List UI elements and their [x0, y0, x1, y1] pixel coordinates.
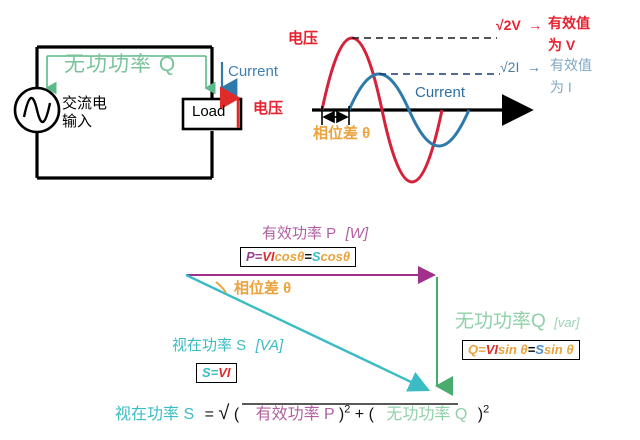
peak-dashed-lines	[352, 37, 500, 75]
voltage-arrow-glyph: →	[528, 17, 543, 33]
formula-p-vi: VI	[262, 249, 275, 264]
current-waveform	[347, 72, 471, 148]
bottom-eq-open1: (	[233, 406, 240, 423]
phase-difference-label-vector: 相位差 θ	[234, 280, 292, 297]
ac-source-label-line2: 输入	[62, 113, 93, 130]
bottom-eq-sqrt: √	[218, 402, 230, 424]
reactive-power-text: 无功功率Q	[455, 311, 546, 332]
bottom-eq-term1: 有效功率 P	[255, 406, 335, 423]
bottom-eq-open2: (	[368, 406, 374, 423]
apparent-power-text: 视在功率 S	[172, 337, 247, 354]
voltage-peak-value: √2V	[496, 17, 521, 33]
formula-q-eq: =	[527, 342, 536, 357]
bottom-eq-equals: =	[204, 406, 214, 423]
bottom-eq-sup2: 2	[483, 403, 490, 416]
formula-q-vi: VI	[485, 342, 499, 357]
formula-q-s: S	[535, 342, 544, 357]
voltage-peak-annotation: √2V →	[496, 18, 542, 35]
formula-s-vi: VI	[218, 365, 231, 380]
power-triangle	[185, 266, 458, 405]
phase-difference-label-waveform: 相位差 θ	[313, 125, 371, 142]
phase-difference-measure	[321, 106, 350, 125]
current-label-waveform: Current	[415, 84, 466, 101]
voltage-rms-line1: 有效值	[548, 15, 590, 31]
reactive-power-unit: [var]	[554, 315, 580, 330]
apparent-power-formula-box: S=VI	[196, 363, 237, 383]
bottom-eq-close1: )	[338, 406, 345, 423]
circuit-wires	[35, 45, 214, 180]
apparent-power-unit: [VA]	[255, 337, 284, 354]
current-arrow-glyph: →	[526, 59, 541, 75]
current-rms-line2: 为 I	[550, 79, 572, 95]
formula-q-sin2: sin θ	[543, 342, 574, 357]
current-peak-value: √2I	[500, 59, 520, 75]
ac-source-sine-icon	[13, 86, 61, 134]
formula-p-eq: =	[304, 249, 312, 264]
bottom-eq-sup1: 2	[344, 403, 351, 416]
current-rms-line1: 有效值	[550, 57, 592, 73]
formula-s-lhs: S=	[202, 365, 219, 380]
ac-source-label-line1: 交流电	[62, 95, 108, 112]
reactive-power-arrows	[45, 55, 216, 95]
bottom-eq-term2: 无功功率 Q	[386, 406, 468, 423]
formula-p-cos: cosθ	[274, 249, 305, 264]
current-peak-annotation: √2I →	[500, 60, 541, 77]
formula-q-lhs: Q=	[468, 342, 486, 357]
voltage-label-circuit: 电压	[253, 100, 284, 117]
formula-p-cos2: cosθ	[320, 249, 351, 264]
bottom-equation: 视在功率 S = √ ( 有效功率 P )2 + ( 无功功率 Q )2	[115, 403, 489, 424]
voltage-label-waveform: 电压	[288, 30, 319, 47]
active-power-formula-box: P=VIcosθ=Scosθ	[240, 247, 357, 267]
bottom-eq-lead: 视在功率 S	[115, 406, 195, 423]
active-power-label: 有效功率 P [W]	[262, 226, 368, 243]
bottom-eq-plus: +	[354, 406, 365, 423]
formula-p-lhs: P=	[246, 249, 263, 264]
reactive-power-label-vector: 无功功率Q [var]	[455, 312, 580, 332]
load-label: Load	[192, 103, 226, 120]
active-power-text: 有效功率 P	[262, 225, 337, 242]
current-label-circuit: Current	[228, 63, 279, 80]
reactive-power-label-circuit: 无功功率 Q	[64, 53, 177, 76]
formula-p-s: S	[311, 249, 321, 264]
bottom-eq-close2: )	[477, 406, 484, 423]
voltage-rms-line2: 为 V	[548, 37, 576, 53]
voltage-waveform	[320, 36, 444, 184]
formula-q-sin: sin θ	[498, 342, 528, 357]
active-power-unit: [W]	[345, 225, 369, 242]
reactive-power-formula-box: Q=VIsin θ=Ssin θ	[462, 340, 580, 360]
apparent-power-label: 视在功率 S [VA]	[172, 338, 283, 355]
